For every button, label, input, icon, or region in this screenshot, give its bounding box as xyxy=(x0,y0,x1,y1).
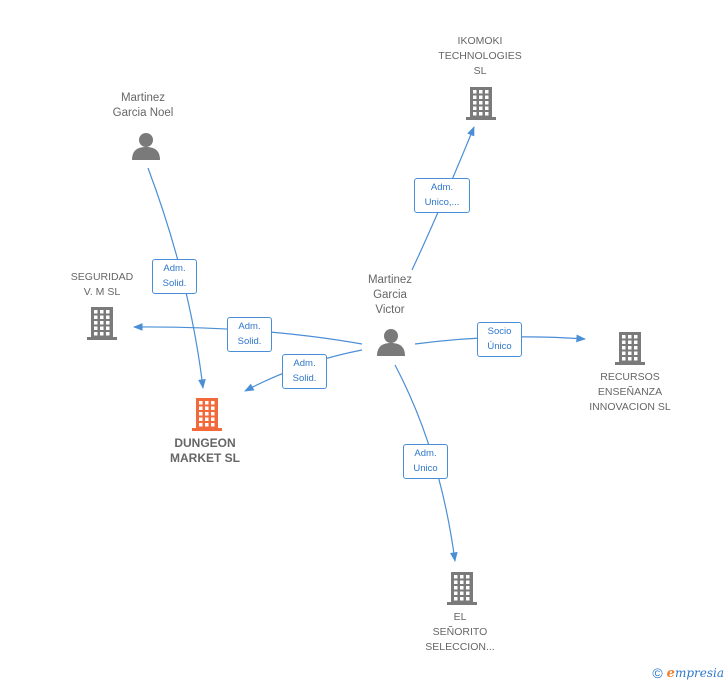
person-icon-noel[interactable] xyxy=(130,131,162,166)
node-label-dungeon[interactable]: DUNGEON MARKET SL xyxy=(170,436,240,465)
node-label-noel[interactable]: Martinez Garcia Noel xyxy=(112,92,174,119)
edge-label-victor-seguridad[interactable]: Adm. Solid. xyxy=(227,317,272,352)
person-icon-victor[interactable] xyxy=(375,327,407,362)
building-icon-ikomoki[interactable] xyxy=(465,85,497,126)
copyright-symbol: © xyxy=(652,665,663,681)
footer-branding: © empresia xyxy=(652,665,724,681)
edge-label-victor-dungeon[interactable]: Adm. Solid. xyxy=(282,354,327,389)
building-icon-dungeon[interactable] xyxy=(191,396,223,437)
empresia-logo[interactable]: empresia xyxy=(666,665,724,681)
node-label-ikomoki[interactable]: IKOMOKI TECHNOLOGIES SL xyxy=(438,35,522,77)
building-icon-senorito[interactable] xyxy=(446,570,478,611)
node-label-seguridad[interactable]: SEGURIDAD V. M SL xyxy=(70,271,134,298)
edge-label-victor-ikomoki[interactable]: Adm. Unico,... xyxy=(414,178,470,213)
edge-label-victor-recursos[interactable]: Socio Único xyxy=(477,322,522,357)
node-label-victor[interactable]: Martinez Garcia Victor xyxy=(367,274,413,316)
edge-label-victor-senorito[interactable]: Adm. Unico xyxy=(403,444,448,479)
node-label-recursos[interactable]: RECURSOS ENSEÑANZA INNOVACION SL xyxy=(589,371,671,413)
edge-label-noel-dungeon[interactable]: Adm. Solid. xyxy=(152,259,197,294)
building-icon-seguridad[interactable] xyxy=(86,305,118,346)
building-icon-recursos[interactable] xyxy=(614,330,646,371)
node-label-senorito[interactable]: EL SEÑORITO SELECCION... xyxy=(425,611,495,653)
